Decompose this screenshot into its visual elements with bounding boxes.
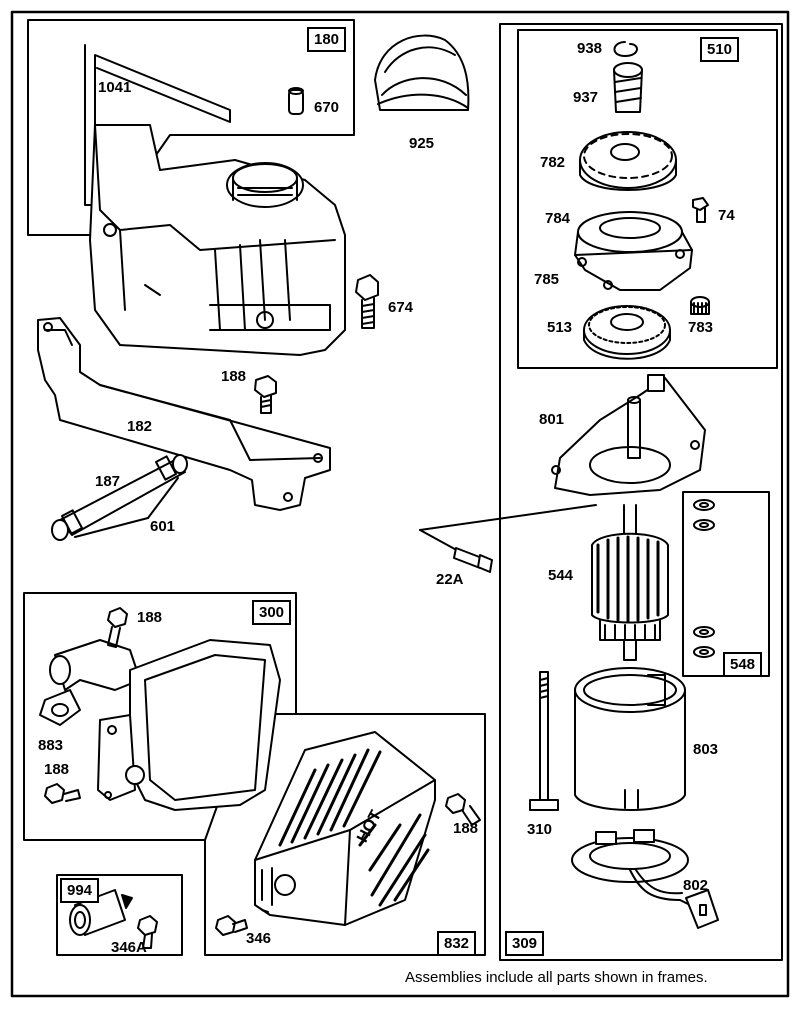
- part-187-tube: [51, 454, 188, 541]
- frame-label-510: 510: [700, 37, 740, 62]
- part-188-bolt-b: [107, 607, 128, 648]
- part-188-bolt-c: [44, 783, 81, 804]
- part-fuel-tank: [89, 124, 346, 356]
- label-346: 346: [246, 930, 272, 947]
- part-22a-bolt: [453, 547, 493, 573]
- label-784: 784: [545, 210, 571, 227]
- label-74: 74: [718, 207, 735, 224]
- label-674: 674: [388, 299, 414, 316]
- part-782-gear: [579, 131, 677, 191]
- label-22a: 22A: [436, 571, 464, 588]
- label-187: 187: [95, 473, 121, 490]
- part-188-bolt-d: [445, 793, 481, 826]
- frame-label-548: 548: [723, 652, 763, 677]
- assemblies-note: Assemblies include all parts shown in fr…: [405, 969, 708, 986]
- label-601: 601: [150, 518, 176, 535]
- label-182: 182: [127, 418, 153, 435]
- part-310-bolt: [529, 671, 559, 811]
- label-188-c: 188: [44, 761, 70, 778]
- label-938: 938: [577, 40, 603, 57]
- leader-22a-a: [419, 504, 597, 531]
- part-300-muffler: [39, 639, 281, 811]
- label-188-a: 188: [221, 368, 247, 385]
- frame-180-outline: [27, 19, 355, 236]
- frame-label-300: 300: [252, 600, 292, 625]
- part-925-cap: [374, 34, 470, 111]
- label-670: 670: [314, 99, 340, 116]
- part-803-housing: [574, 667, 686, 811]
- frame-label-309: 309: [505, 931, 545, 956]
- part-801-end-cap: [551, 374, 706, 496]
- label-188-d: 188: [453, 820, 479, 837]
- part-670-sleeve: [288, 89, 304, 115]
- part-783-pinion: [690, 296, 710, 315]
- label-883: 883: [38, 737, 64, 754]
- frame-label-180: 180: [307, 27, 347, 52]
- part-832-heat-shield: [254, 731, 436, 926]
- part-674-bolt: [355, 274, 379, 329]
- label-544: 544: [548, 567, 574, 584]
- label-1041: 1041: [98, 79, 132, 96]
- label-802: 802: [683, 877, 709, 894]
- part-182-bracket: [37, 317, 331, 511]
- label-782: 782: [540, 154, 566, 171]
- part-937-worm: [613, 62, 643, 113]
- label-801: 801: [539, 411, 565, 428]
- label-937: 937: [573, 89, 599, 106]
- leader-601b: [147, 477, 179, 519]
- label-783: 783: [688, 319, 714, 336]
- part-938-clip: [613, 41, 638, 57]
- label-925: 925: [409, 135, 435, 152]
- leader-601a: [74, 517, 149, 538]
- part-544-armature: [591, 504, 669, 661]
- part-188-bolt-a: [254, 375, 277, 414]
- frame-309-outline: [499, 23, 783, 961]
- frame-994-outline: [56, 874, 183, 956]
- part-548-washers: [693, 499, 715, 658]
- label-310: 310: [527, 821, 553, 838]
- part-346a-screw: [137, 915, 158, 949]
- part-74-screw: [692, 197, 709, 223]
- label-803: 803: [693, 741, 719, 758]
- frame-510-outline: [517, 29, 778, 369]
- part-1041-rod: [84, 44, 231, 206]
- part-513-ring-gear: [583, 305, 671, 360]
- label-513: 513: [547, 319, 573, 336]
- label-346a: 346A: [111, 939, 147, 956]
- label-188-b: 188: [137, 609, 163, 626]
- frame-label-832: 832: [437, 931, 477, 956]
- part-802-brush-plate: [571, 829, 719, 929]
- part-346-screw: [215, 915, 248, 936]
- part-784-housing: [574, 211, 693, 291]
- label-785: 785: [534, 271, 560, 288]
- frame-832-outline: [204, 713, 486, 956]
- outer-border: [10, 10, 790, 998]
- frame-label-994: 994: [60, 878, 100, 903]
